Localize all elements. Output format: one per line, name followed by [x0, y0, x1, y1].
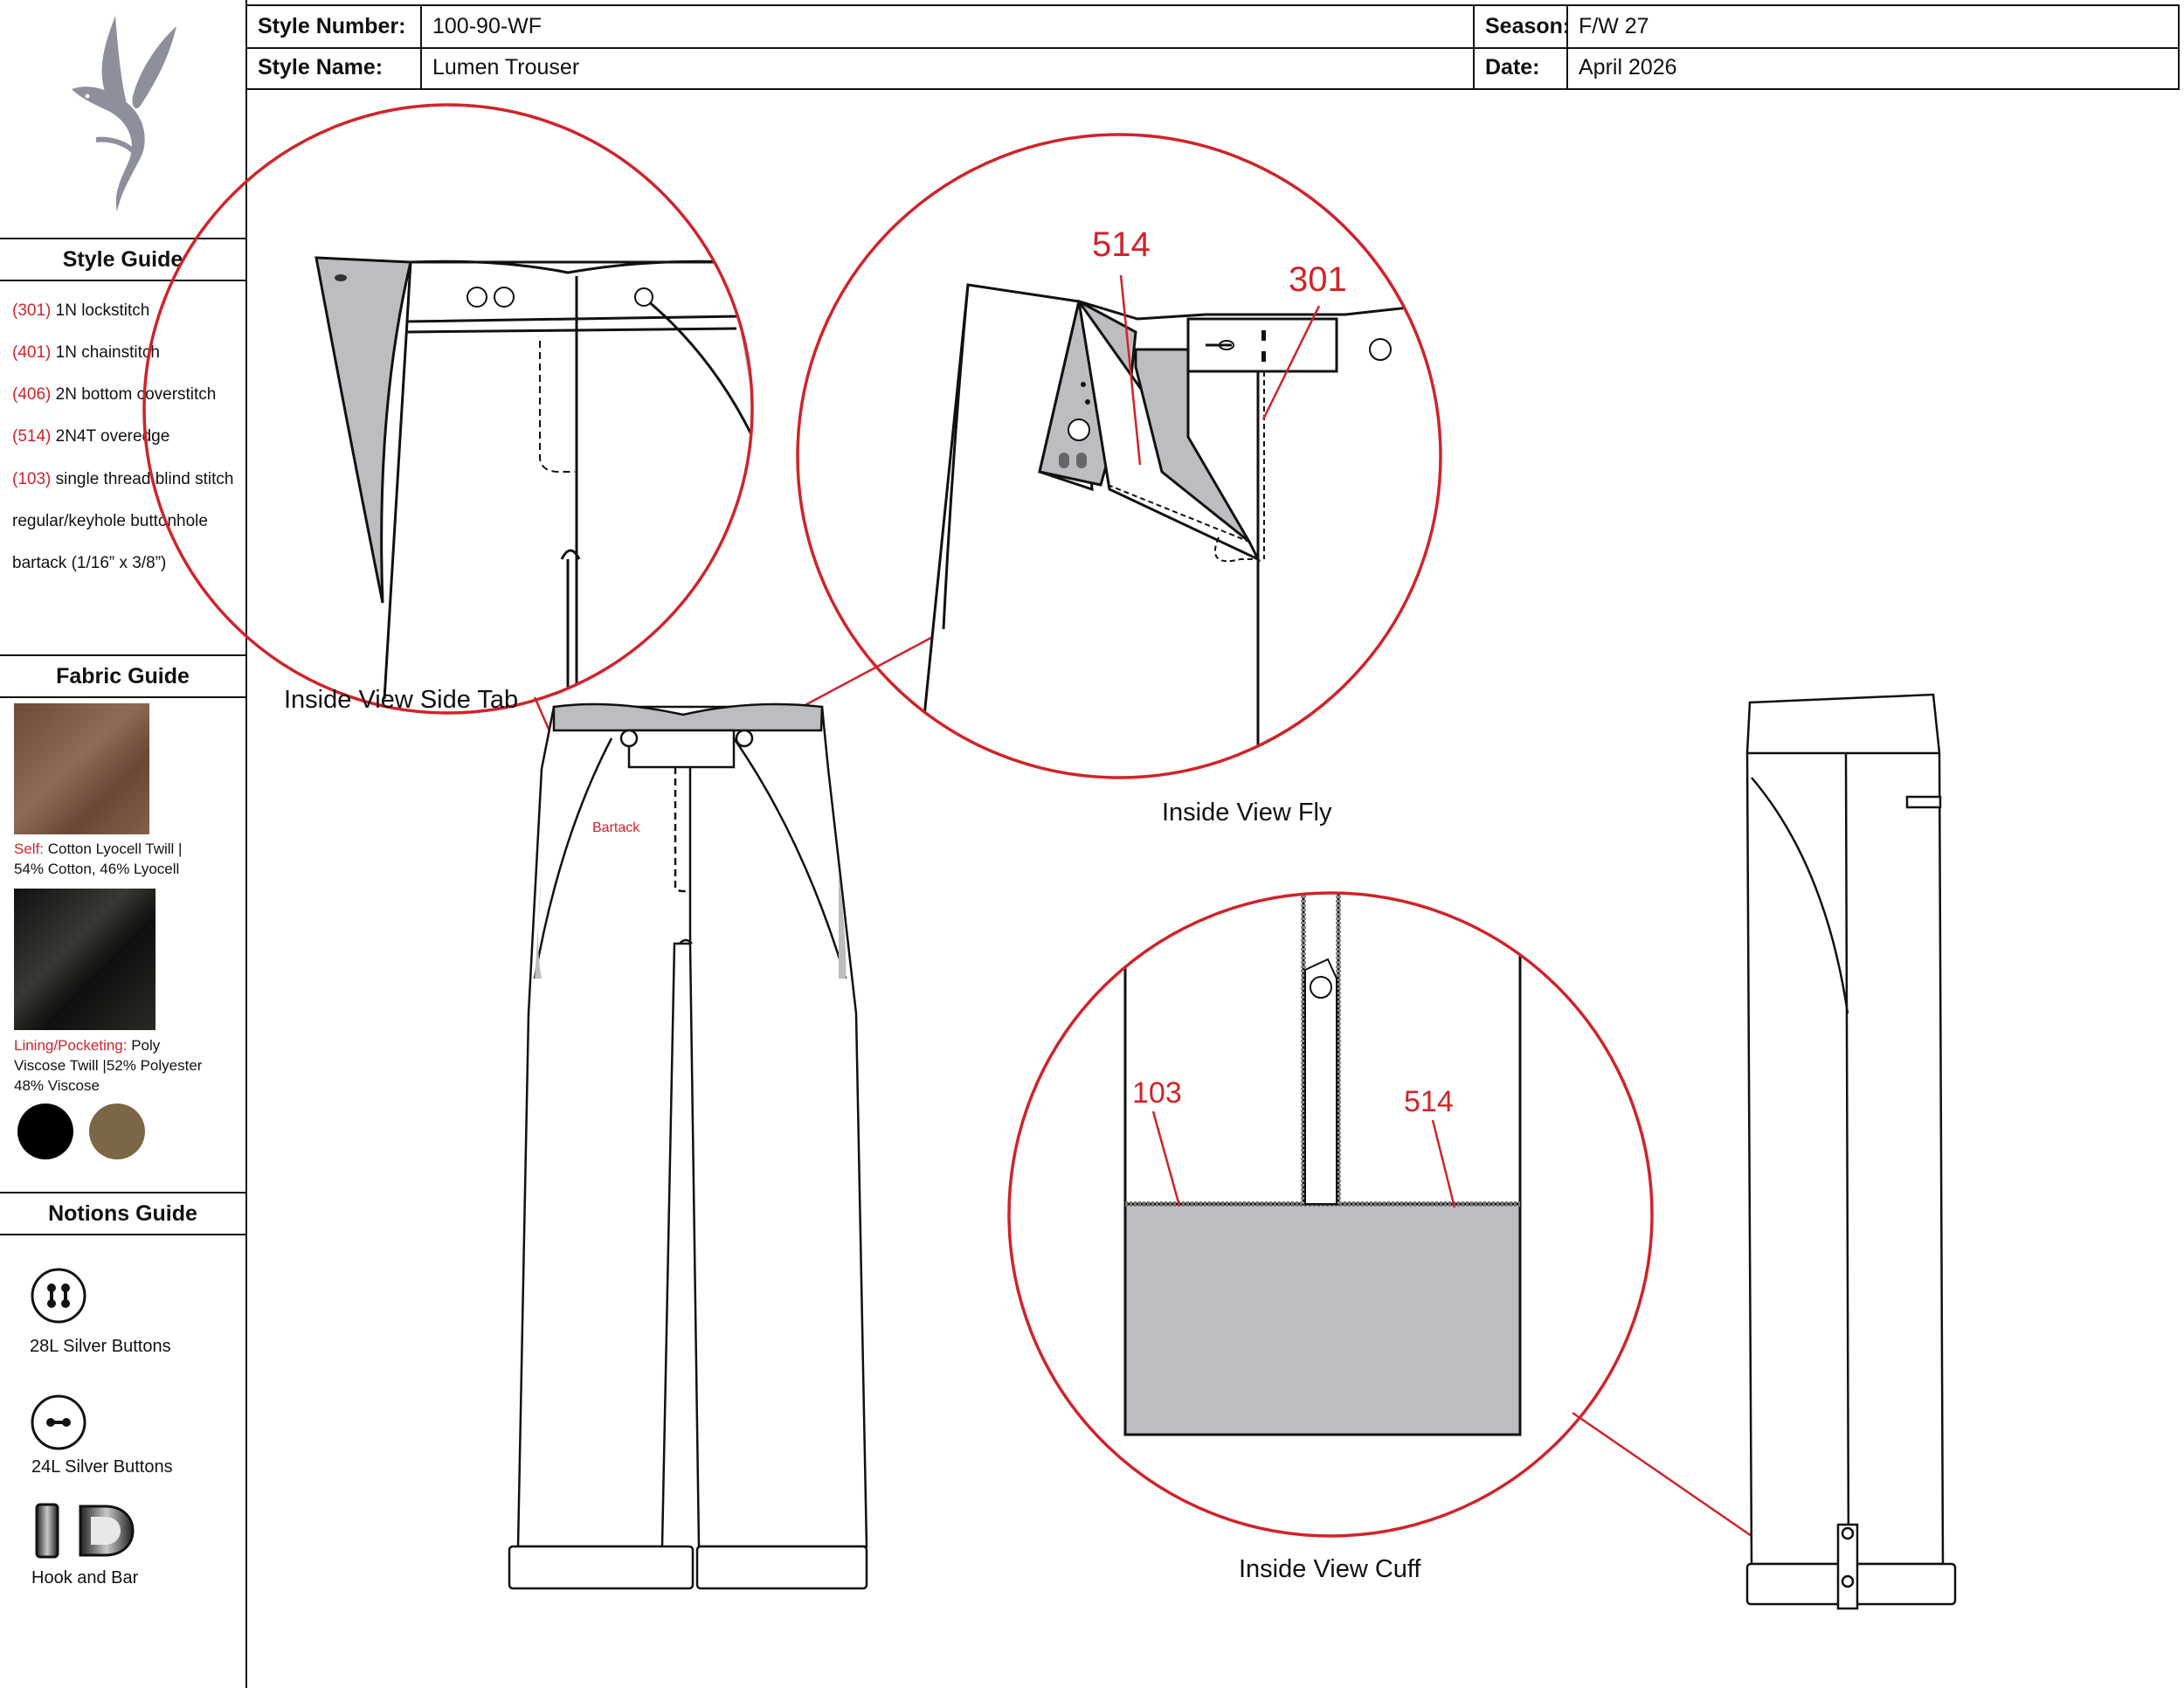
cuff-514-callout: 514 — [1404, 1085, 1454, 1118]
fly-circle — [796, 133, 1442, 779]
cuff-circle — [1007, 891, 1654, 1538]
stitch-103: (103) single thread blind stitch — [12, 470, 234, 488]
notion-label-24l: 24L Silver Buttons — [31, 1457, 173, 1477]
bartack-callout: Bartack — [592, 820, 640, 835]
fly-detail — [916, 283, 1441, 778]
two-hole-button-icon — [31, 1394, 86, 1450]
front-trouser-flat — [508, 702, 868, 1590]
style-name-label: Style Name: — [258, 55, 384, 80]
lining-fabric-swatch — [14, 889, 156, 1030]
style-number-value: 100-90-WF — [432, 14, 543, 38]
self-fabric-swatch — [14, 703, 149, 834]
cuff-callout-lines — [1151, 1110, 1456, 1208]
fly-514-callout: 514 — [1092, 225, 1151, 264]
header-row-1: Style Number: 100-90-WF Season: F/W 27 — [247, 6, 2178, 49]
brown-swatch — [89, 1103, 145, 1159]
cuff-103-callout: 103 — [1132, 1076, 1182, 1110]
self-fabric-text: Self: Cotton Lyocell Twill | 54% Cotton,… — [14, 841, 183, 877]
bartack-note: bartack (1/16” x 3/8”) — [12, 554, 167, 572]
notions-guide-title: Notions Guide — [0, 1192, 245, 1235]
black-swatch — [17, 1103, 73, 1159]
four-hole-button-icon — [31, 1268, 86, 1324]
fabric-guide-title: Fabric Guide — [0, 654, 245, 698]
side-tab-detail — [314, 256, 752, 700]
notion-label-hook-bar: Hook and Bar — [31, 1568, 139, 1588]
buttonhole-note: regular/keyhole buttonhole — [12, 512, 208, 530]
stitch-514: (514) 2N4T overedge — [12, 427, 170, 446]
fly-label: Inside View Fly — [1162, 799, 1332, 827]
hook-and-bar-icon — [35, 1503, 135, 1559]
side-tab-circle — [142, 103, 754, 715]
back-trouser-flat — [1745, 693, 1957, 1610]
spec-header: Style Number: 100-90-WF Season: F/W 27 S… — [245, 4, 2180, 90]
cuff-detail — [1123, 893, 1522, 1436]
season-value: F/W 27 — [1579, 14, 1649, 38]
lining-fabric-text: Lining/Pocketing: Poly Viscose Twill |52… — [14, 1037, 203, 1094]
header-row-2: Style Name: Lumen Trouser Date: April 20… — [247, 47, 2178, 88]
cuff-label: Inside View Cuff — [1239, 1555, 1421, 1583]
date-value: April 2026 — [1579, 55, 1677, 80]
stitch-401: (401) 1N chainstitch — [12, 343, 160, 362]
style-guide-title: Style Guide — [0, 238, 245, 281]
color-swatches — [17, 1103, 145, 1159]
sidebar: Style Guide (301) 1N lockstitch (401) 1N… — [0, 0, 247, 1688]
fly-callout-lines — [1119, 274, 1321, 466]
season-label: Season: — [1485, 14, 1571, 38]
stitch-406: (406) 2N bottom coverstitch — [12, 385, 217, 404]
hummingbird-icon — [72, 16, 176, 211]
date-label: Date: — [1485, 55, 1540, 80]
fly-301-callout: 301 — [1289, 260, 1347, 299]
notion-label-28l: 28L Silver Buttons — [30, 1337, 171, 1356]
stitch-301: (301) 1N lockstitch — [12, 301, 150, 320]
style-number-label: Style Number: — [258, 14, 406, 38]
side-tab-label: Inside View Side Tab — [284, 686, 519, 714]
style-name-value: Lumen Trouser — [432, 55, 580, 80]
